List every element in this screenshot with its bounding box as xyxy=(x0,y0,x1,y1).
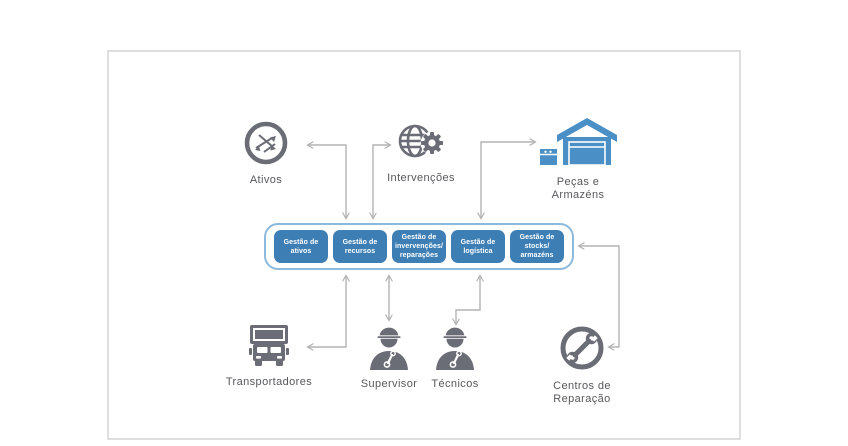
management-modules-container: Gestão de ativos Gestão de recursos Gest… xyxy=(264,223,574,270)
node-intervencoes: Intervenções xyxy=(351,118,491,185)
node-tecnicos: Técnicos xyxy=(385,324,525,391)
node-label: Supervisor xyxy=(360,378,418,390)
node-label: Técnicos xyxy=(431,378,479,390)
module-gestao-stocks-armazens: Gestão de stocks/ armazéns xyxy=(510,230,564,263)
module-gestao-recursos: Gestão de recursos xyxy=(333,230,387,263)
globe-gear-icon xyxy=(396,118,446,164)
warehouse-icon xyxy=(538,116,618,168)
module-gestao-intervencoes-reparacoes: Gestão de invervenções/ reparações xyxy=(392,230,446,263)
node-label: Ativos xyxy=(249,174,283,186)
node-label: Peças e Armazéns xyxy=(551,176,605,201)
node-transportadores: Transportadores xyxy=(199,324,339,389)
node-label: Transportadores xyxy=(225,376,313,388)
node-label: Intervenções xyxy=(387,172,455,184)
truck-icon xyxy=(246,324,292,368)
wrench-circle-icon xyxy=(558,324,606,372)
diagram-panel: Ativos xyxy=(107,50,741,440)
node-supervisor: Supervisor xyxy=(319,324,459,391)
module-gestao-ativos: Gestão de ativos xyxy=(274,230,328,263)
worker-helmet-icon xyxy=(367,324,411,370)
node-label: Centros de Reparação xyxy=(553,380,611,405)
network-globe-icon xyxy=(243,120,289,166)
module-gestao-logistica: Gestão de logística xyxy=(451,230,505,263)
node-pecas-armazens: Peças e Armazéns xyxy=(508,116,648,202)
worker-helmet-icon xyxy=(433,324,477,370)
node-ativos: Ativos xyxy=(196,120,336,187)
node-centros-reparacao: Centros de Reparação xyxy=(512,324,652,406)
